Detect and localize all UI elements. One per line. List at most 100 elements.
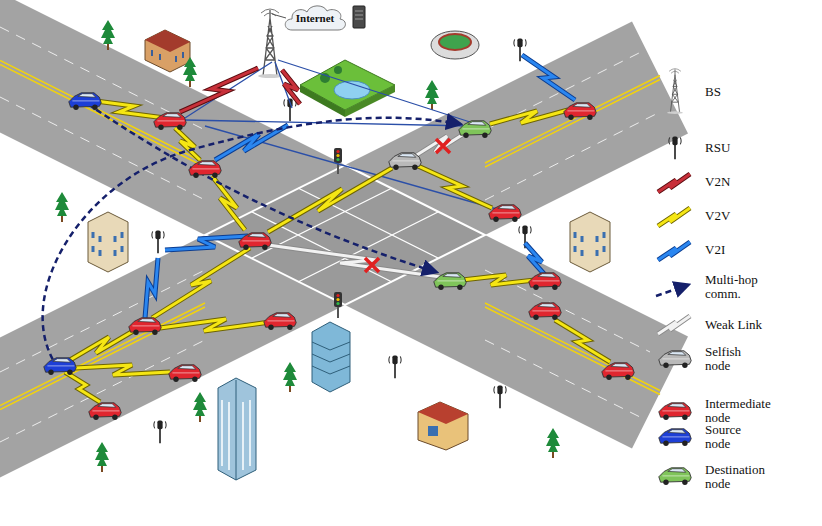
tree	[283, 362, 297, 392]
legend-label: V2N	[705, 174, 730, 189]
shop-building	[418, 402, 468, 450]
building-windows	[575, 232, 604, 256]
v2v-outline	[65, 100, 690, 402]
broken-link-mark	[436, 139, 450, 153]
school-building	[145, 30, 190, 72]
tree	[425, 80, 439, 110]
tree	[193, 392, 207, 422]
stadium-field	[439, 34, 471, 50]
source-car	[69, 93, 101, 110]
building-wall	[418, 402, 468, 450]
tree	[101, 20, 115, 50]
rsu-icon	[152, 231, 164, 254]
legend-label: Intermediate node	[705, 396, 771, 425]
server-slots	[355, 11, 363, 19]
tree	[55, 192, 69, 222]
v2v-links	[65, 100, 690, 402]
intersection-lines	[252, 188, 438, 282]
apartment-right	[570, 212, 610, 272]
building-roof	[145, 30, 190, 52]
v2n-links	[180, 68, 690, 192]
building-wall	[88, 212, 128, 272]
server-icon	[353, 6, 365, 28]
park-tree	[334, 66, 342, 74]
building-wall	[570, 212, 610, 272]
intermediate-car	[169, 365, 201, 382]
building-windows	[152, 50, 183, 62]
intermediate-car	[529, 303, 561, 320]
destination-car	[434, 273, 466, 290]
legend-label: Destination node	[705, 462, 765, 491]
legend-item: Selfish node	[705, 345, 767, 373]
legend-label: Source node	[705, 422, 741, 451]
node-label: Internet	[296, 12, 335, 24]
building-windows	[222, 400, 250, 470]
legend-multi-hop-sample	[656, 285, 688, 296]
cloud-outline	[285, 6, 345, 30]
intermediate-car	[89, 403, 121, 420]
legend-label: RSU	[705, 140, 730, 155]
intersection	[205, 165, 485, 305]
legend-item: BS	[705, 85, 767, 99]
legend-item: Weak Link	[705, 318, 767, 332]
rsu-icon	[389, 356, 401, 379]
multi-hop-path	[43, 118, 460, 368]
building-window	[428, 426, 438, 436]
legend-item: V2I	[705, 243, 767, 257]
v2n-outline	[180, 68, 690, 192]
broken-link-mark	[365, 258, 379, 272]
park-lawn	[300, 60, 395, 110]
tree	[95, 442, 109, 472]
multi-hop-path	[88, 104, 436, 272]
legend-item: V2V	[705, 209, 767, 223]
tree	[183, 57, 197, 87]
legend-label: Selfish node	[705, 344, 741, 373]
road	[0, 22, 688, 478]
rsu-icon	[154, 421, 166, 444]
building-floors	[312, 342, 350, 374]
internet-cloud: Internet	[282, 3, 348, 33]
traffic-light	[334, 292, 342, 318]
intermediate-car	[564, 103, 596, 120]
building-roof	[418, 402, 468, 424]
stadium	[431, 31, 479, 59]
intermediate-car	[239, 233, 271, 250]
selfish-car	[389, 153, 421, 170]
center-line	[0, 76, 660, 410]
office-building	[312, 322, 350, 392]
building-edge	[236, 380, 237, 480]
base-station	[258, 9, 282, 78]
legend-item: Multi-hop comm.	[705, 273, 767, 301]
legend-label: Weak Link	[705, 317, 762, 332]
weak-outline	[268, 130, 690, 334]
building-wall	[218, 378, 256, 480]
destination-car	[459, 121, 491, 138]
intermediate-car	[602, 363, 634, 380]
intermediate-car	[129, 318, 161, 335]
skyscraper	[218, 378, 256, 480]
legend-rsu-sample	[669, 137, 681, 160]
weak-links	[268, 130, 690, 334]
bs-backhaul	[272, 14, 286, 18]
intermediate-car	[489, 205, 521, 222]
legend-bs-sample	[667, 69, 683, 114]
legend-label: V2I	[705, 242, 725, 257]
intermediate-car	[529, 273, 561, 290]
legend-destination-sample	[659, 468, 691, 485]
legend-item: Destination node	[705, 463, 767, 491]
legend-label: BS	[705, 84, 721, 99]
intermediate-car	[189, 161, 221, 178]
traffic-light	[334, 148, 342, 174]
tree	[546, 428, 560, 458]
building-wall	[145, 30, 190, 72]
apartment-left	[88, 212, 128, 272]
legend-item: Source node	[705, 423, 767, 451]
intermediate-car	[154, 113, 186, 130]
legend-intermediate-sample	[659, 403, 691, 420]
legend-item: V2N	[705, 175, 767, 189]
legend-label: V2V	[705, 208, 730, 223]
legend-item: RSU	[705, 141, 767, 155]
rsu-icon	[494, 386, 506, 409]
